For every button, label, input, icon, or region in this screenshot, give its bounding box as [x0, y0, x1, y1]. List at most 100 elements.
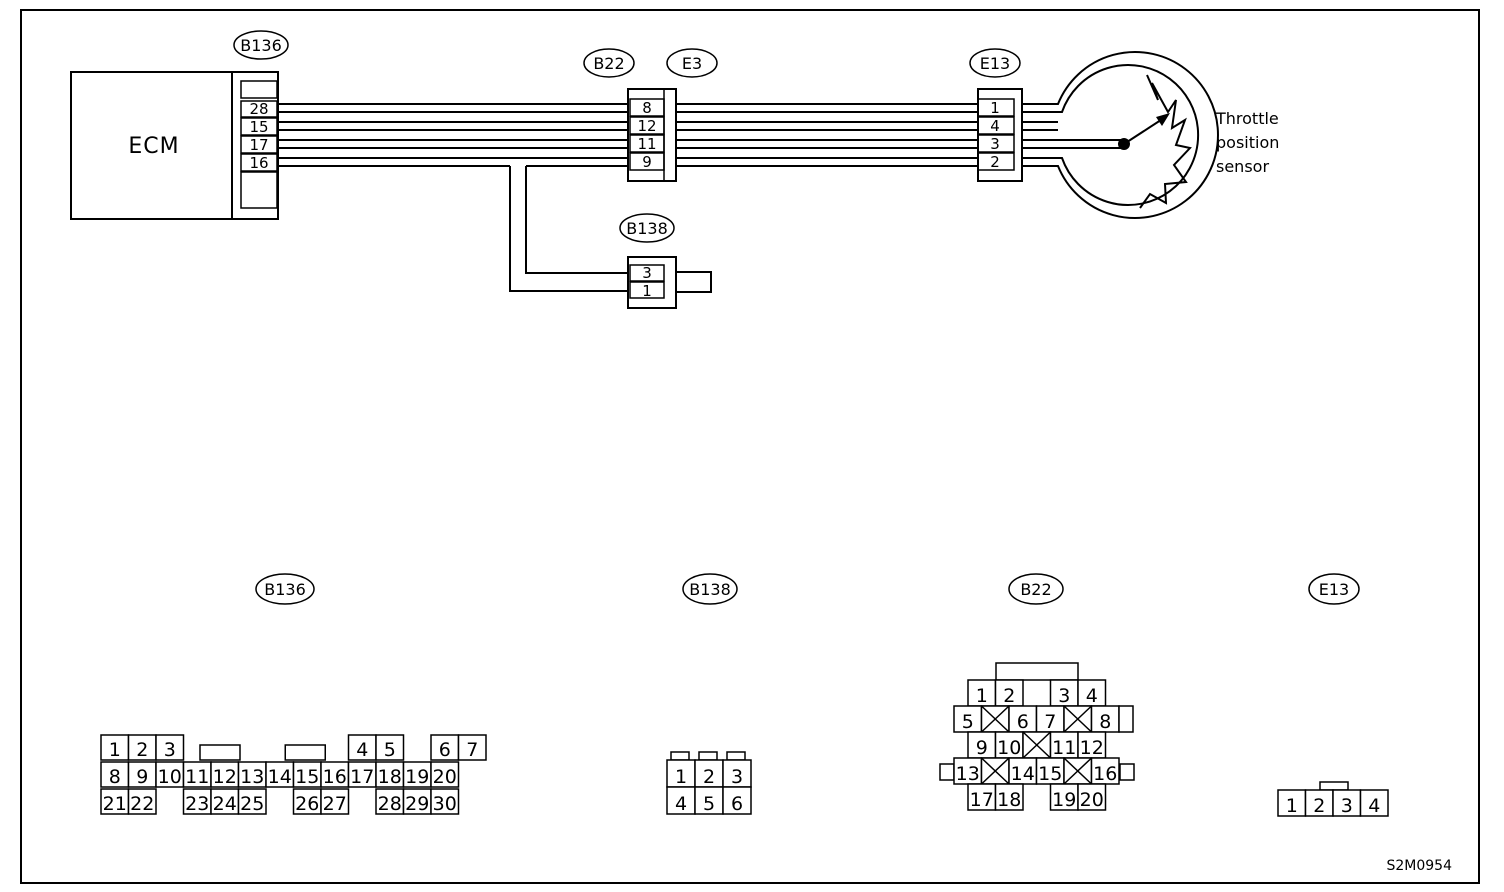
e13-face-pin-label: 3 [1341, 795, 1353, 817]
b22-face-cell [1077, 679, 1107, 707]
b136-face-cell [430, 761, 460, 788]
b22-pin: 8 [642, 99, 652, 117]
b22-face-pin-label: 10 [997, 737, 1021, 759]
b136-face-pin-label: 18 [378, 766, 402, 788]
b138-face-cell [694, 786, 724, 815]
b22-face-cell [1090, 705, 1120, 733]
harness-wires [278, 103, 978, 292]
b22-face-pin-label: 8 [1099, 711, 1111, 733]
b136-face-pin-label: 22 [130, 793, 154, 815]
b22-pin: 11 [637, 135, 656, 153]
b136-face-pin-label: 24 [213, 793, 237, 815]
b138-face-cell [722, 786, 752, 815]
b22-face-blank-mark [980, 705, 1010, 733]
b136-face-pin-label: 6 [439, 739, 451, 761]
e13-pin: 4 [990, 117, 1000, 135]
b136-face-pin-label: 7 [466, 739, 478, 761]
b136-face-cell [100, 734, 130, 761]
b136-face-pin-label: 4 [356, 739, 368, 761]
e13-pin: 3 [990, 135, 1000, 153]
b22-face-pin-label: 16 [1093, 763, 1117, 785]
figure-code: S2M0954 [1386, 858, 1452, 874]
b136-face-pin-label: 12 [213, 766, 237, 788]
b138-face-pin-label: 5 [703, 793, 715, 815]
b136-face-pin-label: 11 [185, 766, 209, 788]
b136-face-pin-label: 20 [433, 766, 457, 788]
b138-face-cell [666, 759, 696, 788]
b22-face-pin-label: 18 [997, 789, 1021, 811]
b22-face-cell [967, 783, 997, 811]
b138-face-tag: B138 [689, 580, 731, 599]
b22-face-cell [994, 783, 1024, 811]
b22-face-pin-label: 14 [1011, 763, 1035, 785]
b136-face-cell [155, 734, 185, 761]
sensor-label-line2: position [1216, 133, 1279, 152]
b136-face-pin-label: 15 [295, 766, 319, 788]
b136-face-key [284, 744, 326, 761]
b136-pin: 28 [249, 100, 268, 118]
throttle-position-sensor: Throttle position sensor [1022, 51, 1279, 219]
b136-face-pin-label: 28 [378, 793, 402, 815]
sensor-label-line3: sensor [1216, 157, 1269, 176]
b136-face-cell [402, 761, 432, 788]
b22-face-pin-label: 4 [1086, 685, 1098, 707]
sensor-label-line1: Throttle [1215, 109, 1279, 128]
b22-face-blank-mark [1063, 757, 1093, 785]
e3-tag: E3 [682, 54, 702, 73]
b22-face-cell [967, 679, 997, 707]
b22-face-cell [1008, 705, 1038, 733]
b136-face-pin-label: 16 [323, 766, 347, 788]
b22-face-hood [995, 662, 1079, 681]
b136-pin: 16 [249, 154, 268, 172]
b138-face-key [698, 751, 718, 761]
b136-face-cell [210, 761, 240, 788]
b138-face-pin-label: 3 [731, 766, 743, 788]
ecm-unit: ECM [70, 71, 233, 220]
b136-face-pin-label: 30 [433, 793, 457, 815]
b138-face-pin-label: 1 [675, 766, 687, 788]
b22-face-pin-label: 9 [976, 737, 988, 759]
b138-face-cell [694, 759, 724, 788]
b22-pin: 12 [637, 117, 656, 135]
b136-face-cell [100, 788, 130, 815]
b136-face-pin-label: 27 [323, 793, 347, 815]
b22-face-cell [1077, 783, 1107, 811]
e13-face-pin-label: 4 [1368, 795, 1380, 817]
connector-b22-e3-wiring: B22 E3 8 12 11 9 [583, 48, 718, 182]
b136-face-pin-label: 2 [136, 739, 148, 761]
e13-pin: 2 [990, 153, 1000, 171]
b138-face-pin-label: 2 [703, 766, 715, 788]
e13-face-cell [1304, 789, 1334, 817]
e13-face-pin-label: 2 [1313, 795, 1325, 817]
connector-e13-wiring: E13 1 4 3 2 [969, 48, 1023, 182]
b22-pin: 9 [642, 153, 652, 171]
b136-tag: B136 [240, 36, 282, 55]
b22-face-pin-label: 2 [1003, 685, 1015, 707]
b22-face-pin-label: 15 [1038, 763, 1062, 785]
b22-face-tag: B22 [1020, 580, 1051, 599]
b22-face-cell [1090, 757, 1120, 785]
b22-face-cell [1035, 757, 1065, 785]
b136-face-pin-label: 14 [268, 766, 292, 788]
b136-face-pin-label: 17 [350, 766, 374, 788]
b136-face-pin-label: 1 [109, 739, 121, 761]
b136-face-cell [375, 734, 405, 761]
b138-face-key [726, 751, 746, 761]
b136-face-cell [100, 761, 130, 788]
b136-face-cell [430, 788, 460, 815]
b136-face-pin-label: 29 [405, 793, 429, 815]
b136-face-cell [457, 734, 487, 761]
e13-pin: 1 [990, 99, 1000, 117]
b22-face-pin-label: 17 [970, 789, 994, 811]
e13-face-cell [1332, 789, 1362, 817]
b22-face-cell [953, 757, 983, 785]
b138-tag: B138 [626, 219, 668, 238]
b136-face-pin-label: 25 [240, 793, 264, 815]
e13-face-cell [1359, 789, 1389, 817]
b136-face-pin-label: 8 [109, 766, 121, 788]
b136-face-cell [127, 788, 157, 815]
b22-face-cell [994, 679, 1024, 707]
e13-face-tag: E13 [1319, 580, 1349, 599]
